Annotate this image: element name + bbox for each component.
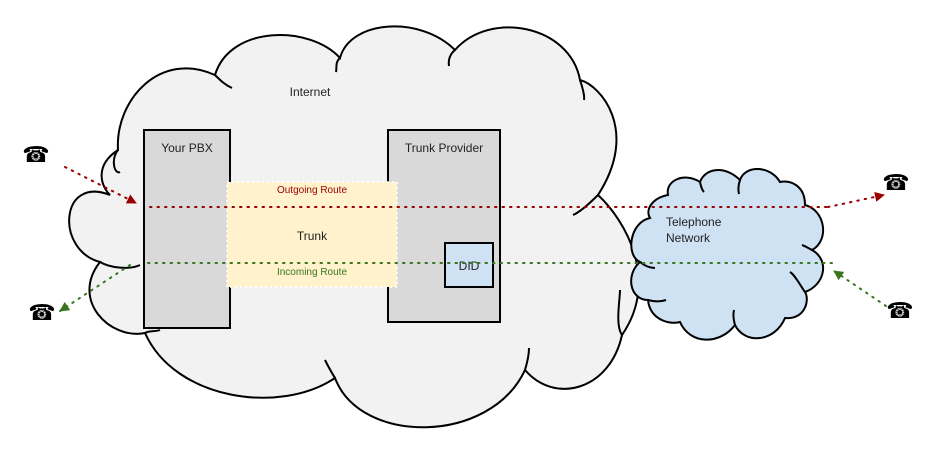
trunk-label: Trunk bbox=[297, 229, 328, 243]
trunk-provider-box bbox=[387, 129, 501, 323]
incoming-route-label: Incoming Route bbox=[277, 267, 347, 278]
outgoing-route-outbound-arrow bbox=[827, 191, 885, 208]
telephone-icon: ☎ bbox=[886, 299, 913, 324]
internet-label: Internet bbox=[290, 85, 331, 99]
trunk-box bbox=[226, 181, 398, 288]
incoming-route-outbound-arrow bbox=[59, 264, 131, 312]
telephone-network-label-line1: Telephone bbox=[666, 215, 722, 229]
telephone-network-label-line2: Network bbox=[666, 231, 711, 245]
did-box bbox=[444, 242, 494, 288]
telephone-icon: ☎ bbox=[28, 301, 55, 326]
telephone-icon: ☎ bbox=[22, 143, 49, 168]
pbx-box bbox=[143, 129, 231, 329]
trunk-provider-label: Trunk Provider bbox=[405, 141, 483, 155]
outgoing-route-inbound-arrow bbox=[64, 166, 137, 204]
outgoing-route-label: Outgoing Route bbox=[277, 185, 347, 196]
pbx-label: Your PBX bbox=[161, 141, 213, 155]
telephone-network-cloud bbox=[630, 168, 825, 341]
did-label: DID bbox=[459, 259, 480, 273]
incoming-route-inbound-arrow bbox=[833, 270, 887, 307]
telephone-icon: ☎ bbox=[882, 171, 909, 196]
